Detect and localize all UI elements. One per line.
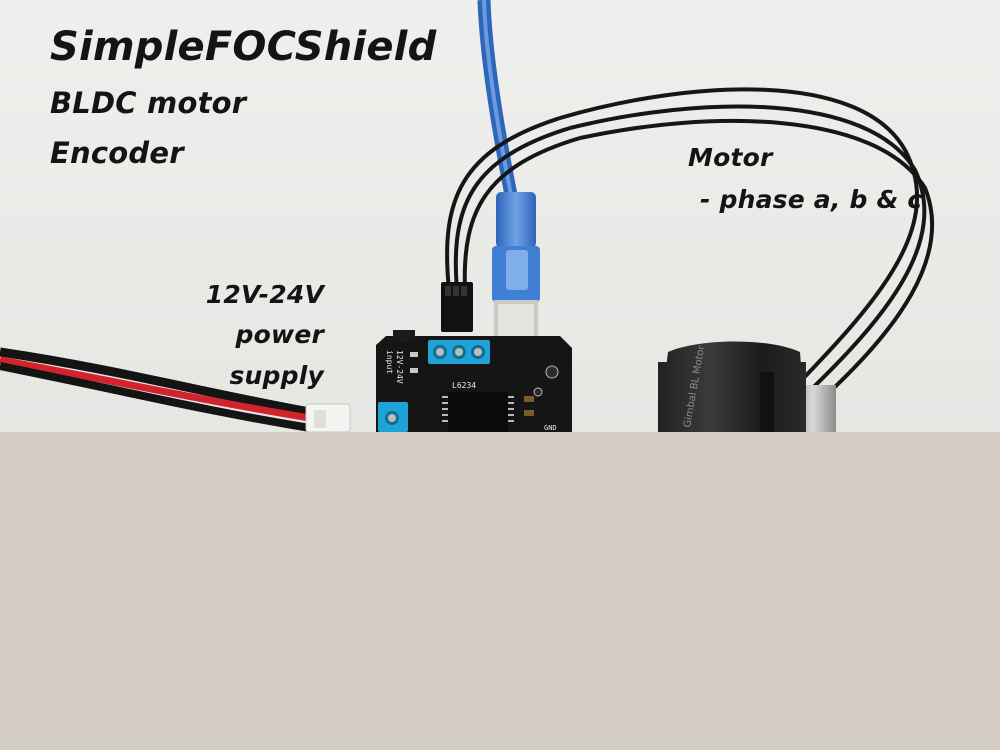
- label-motor: Motor: [688, 143, 773, 172]
- power-cable: [0, 347, 311, 432]
- label-motor-phases: - phase a, b & c: [700, 185, 923, 214]
- encoder-wires: [445, 116, 581, 291]
- power-plug: [305, 403, 351, 433]
- label-power: power: [235, 320, 324, 349]
- gimbal-motor: Gimbal BL Motor: [658, 341, 836, 432]
- lower-panel: [0, 432, 1000, 750]
- driver-chip: [448, 392, 508, 432]
- chip-silkscreen: L6234: [452, 381, 476, 390]
- input-silkscreen: input: [385, 350, 394, 374]
- title-simplefocshield: SimpleFOCShield: [50, 24, 437, 70]
- voltage-silkscreen: 12V-24V: [395, 350, 404, 384]
- svg-text:GND: GND: [544, 424, 557, 432]
- motor-phase-wires: [559, 87, 935, 410]
- label-encoder: Encoder: [50, 136, 184, 170]
- label-bldc-motor: BLDC motor: [50, 86, 247, 120]
- label-supply: supply: [229, 361, 324, 390]
- usb-cable: [477, 0, 540, 340]
- shield-board: L6234 GND input 12V-24V: [376, 330, 572, 432]
- label-voltage-range: 12V-24V: [205, 280, 324, 309]
